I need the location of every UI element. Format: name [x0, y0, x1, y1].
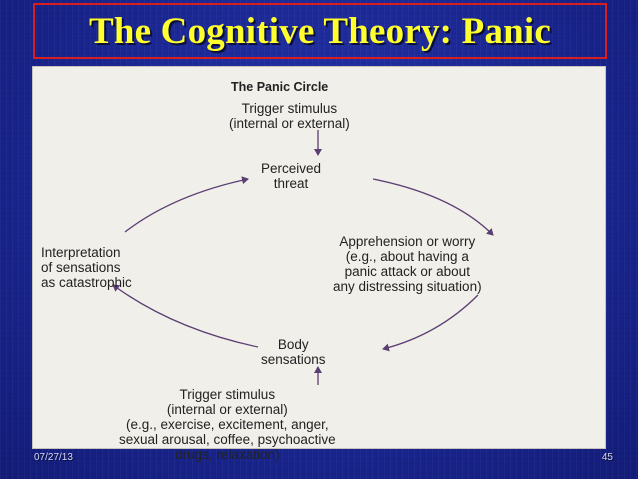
perceived-threat-node: Perceived threat	[261, 161, 322, 191]
arrow-interpretation-to-threat	[124, 176, 249, 233]
slide-title: The Cognitive Theory: Panic	[88, 10, 552, 52]
interpretation-node: Interpretation of sensations as catastro…	[41, 245, 132, 290]
panic-circle-arrows	[112, 130, 494, 385]
body-sensations-node: Body sensations	[261, 337, 326, 367]
arrow-apprehension-to-body	[382, 294, 479, 352]
slide-title-box: The Cognitive Theory: Panic	[33, 3, 607, 59]
trigger-stimulus-bottom: Trigger stimulus (internal or external) …	[119, 387, 336, 462]
trigger-stimulus-top: Trigger stimulus (internal or external)	[229, 101, 350, 131]
arrow-threat-to-apprehension	[372, 178, 494, 236]
arrow-body-to-interpretation	[112, 284, 259, 348]
apprehension-node: Apprehension or worry (e.g., about havin…	[333, 234, 482, 294]
slide-date: 07/27/13	[34, 452, 73, 463]
slide-page-number: 45	[601, 452, 613, 463]
diagram-panel: The Panic Circle Trigger stimulus (inter…	[33, 67, 605, 462]
diagram-heading: The Panic Circle	[231, 80, 329, 94]
